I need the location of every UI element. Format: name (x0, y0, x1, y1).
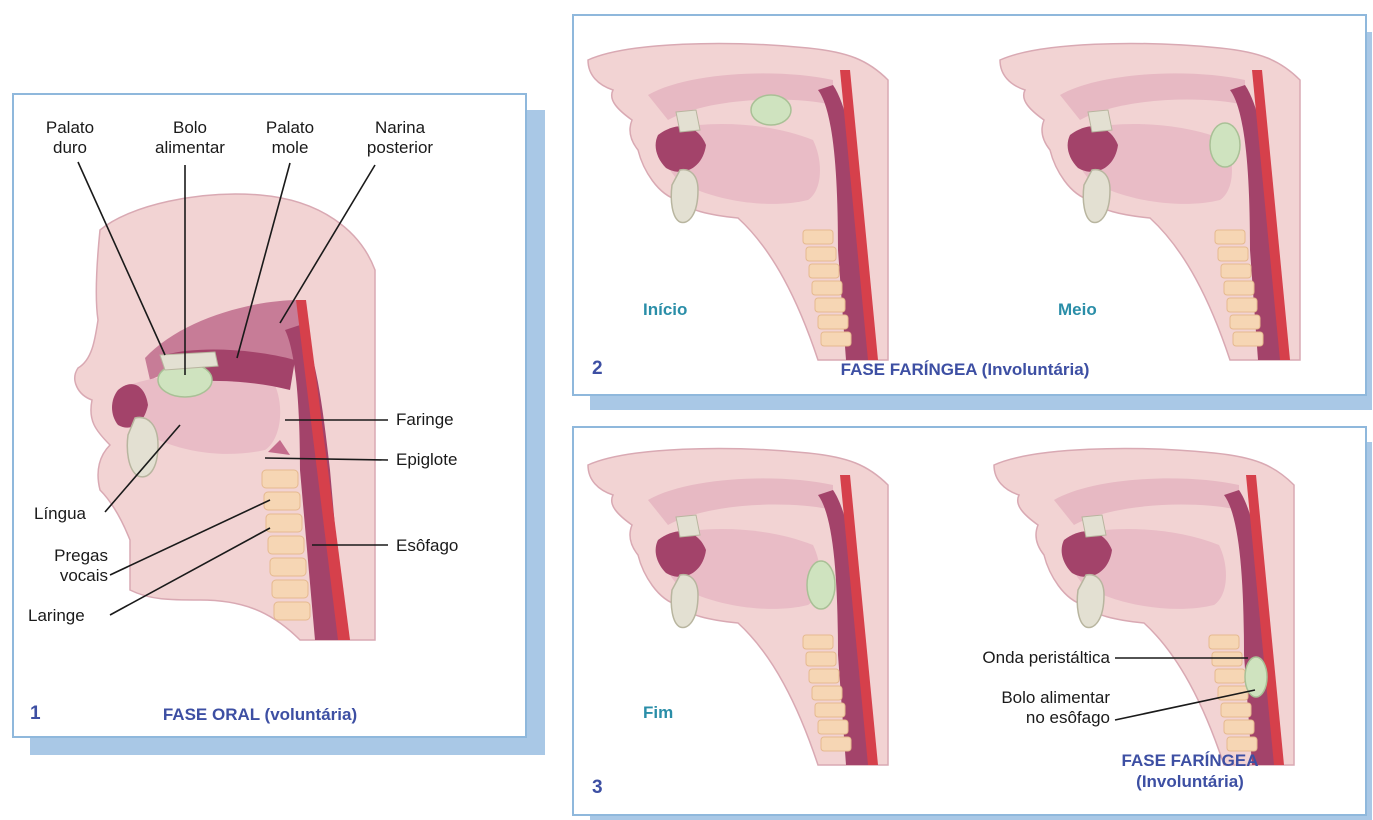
panel2-number: 2 (592, 358, 603, 380)
label-pregas-vocais: Pregas vocais (18, 546, 108, 586)
stage-meio: Meio (1058, 300, 1097, 320)
label-palato-duro: Palato duro (30, 118, 110, 158)
panel1-number: 1 (30, 703, 41, 725)
pharyngeal-middle-illustration (1000, 44, 1300, 360)
label-palato-mole: Palato mole (250, 118, 330, 158)
stage-fim: Fim (643, 703, 673, 723)
panel3-number: 3 (592, 777, 603, 799)
label-narina-posterior: Narina posterior (345, 118, 455, 158)
label-esofago: Esôfago (396, 536, 458, 556)
label-lingua: Língua (34, 504, 86, 524)
panel2-title: FASE FARÍNGEA (Involuntária) (790, 360, 1140, 380)
label-faringe: Faringe (396, 410, 454, 430)
label-epiglote: Epiglote (396, 450, 457, 470)
panel3-title: FASE FARÍNGEA (Involuntária) (1090, 750, 1290, 792)
panel1-title: FASE ORAL (voluntária) (130, 705, 390, 725)
pharyngeal-end-illustration (588, 449, 888, 765)
label-bolo-alimentar-esofago: Bolo alimentar no esôfago (950, 688, 1110, 728)
label-laringe: Laringe (28, 606, 85, 626)
oral-phase-illustration (75, 194, 375, 640)
label-onda-peristaltica: Onda peristáltica (930, 648, 1110, 668)
stage-inicio: Início (643, 300, 687, 320)
pharyngeal-start-illustration (588, 44, 888, 360)
label-bolo-alimentar: Bolo alimentar (145, 118, 235, 158)
